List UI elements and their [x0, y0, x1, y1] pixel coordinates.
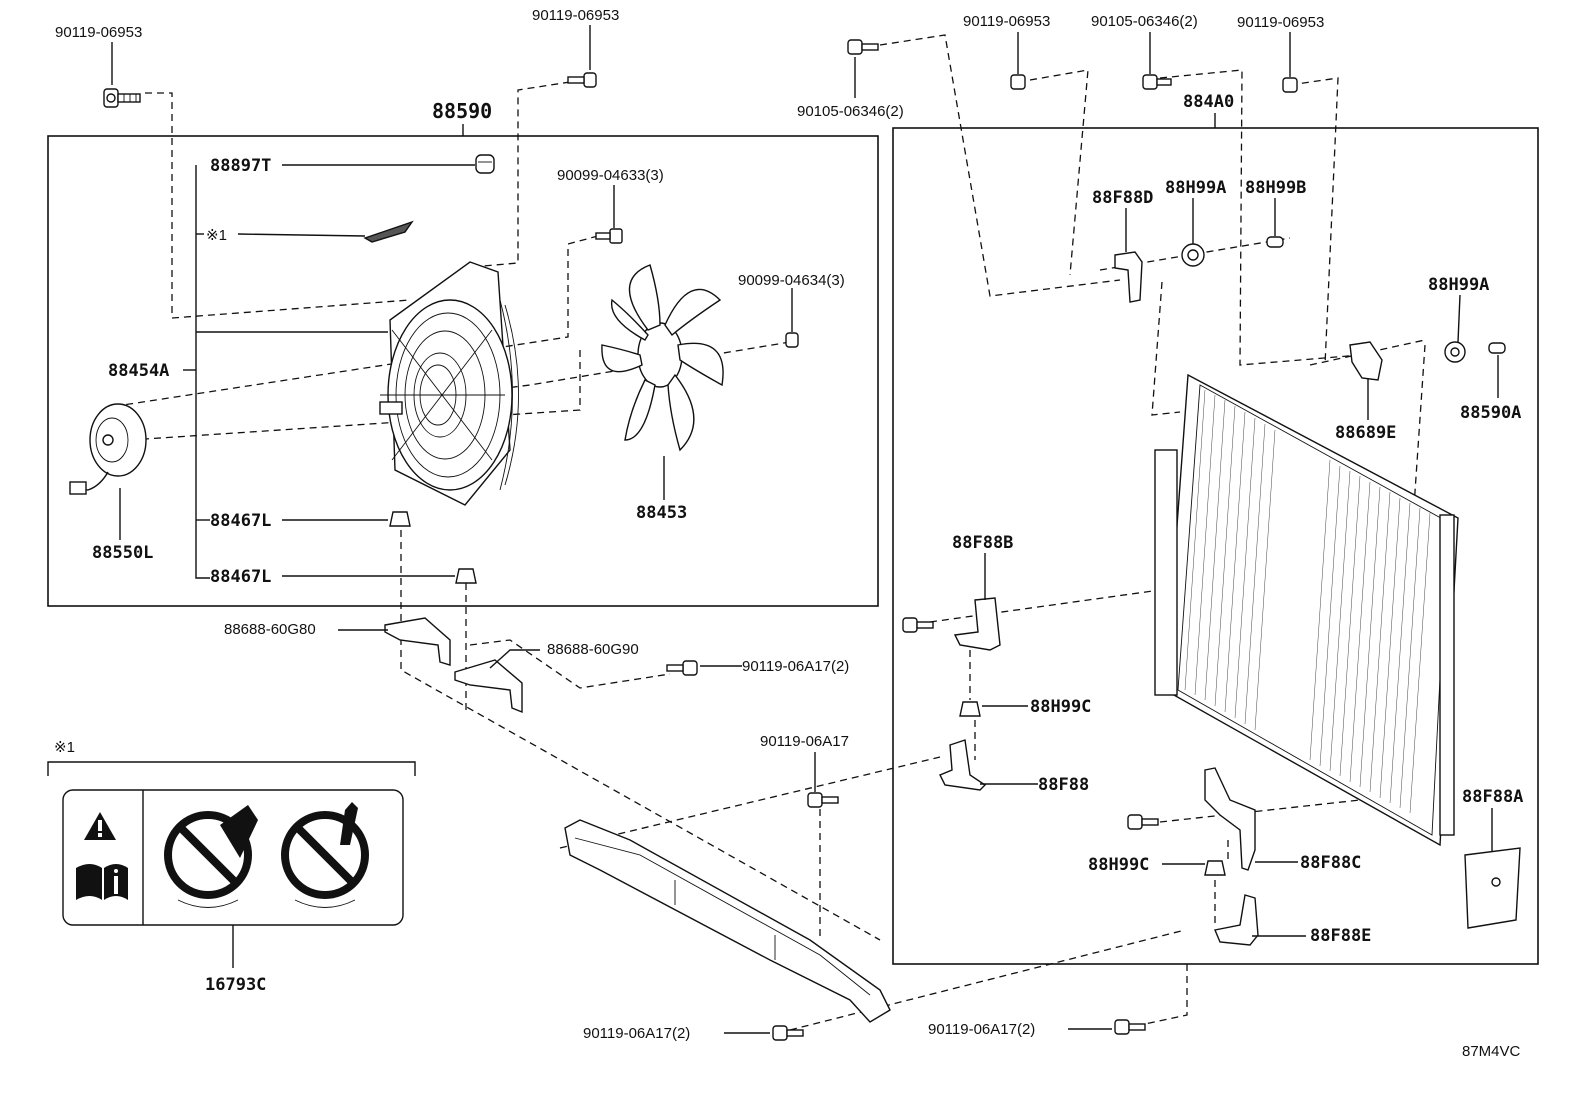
- label-nut-fan: 90099-04634(3): [738, 272, 845, 289]
- fan-motor-icon: [69, 403, 147, 495]
- label-caution-label-part: 16793C: [205, 975, 266, 995]
- label-drawing-code: 87M4VC: [1462, 1043, 1521, 1060]
- bolt-icon: [847, 39, 879, 55]
- bolt-icon: [902, 617, 934, 633]
- label-bracket-88F88B: 88F88B: [952, 533, 1013, 553]
- label-bolt-top-1: 90119-06953: [963, 13, 1050, 30]
- label-frame-left-title: 88590: [432, 99, 492, 123]
- label-bracket-88689E: 88689E: [1335, 423, 1396, 443]
- bracket-88F88-icon: [939, 739, 987, 791]
- fan-blade-icon: [601, 264, 724, 452]
- label-nut-top: 90105-06346(2): [1091, 13, 1198, 30]
- label-cushion-upper: 88467L: [210, 511, 271, 531]
- leader-lines: [111, 25, 1499, 1034]
- bolt-icon: [567, 72, 597, 88]
- collar-88590A-icon: [1488, 342, 1506, 354]
- caution-label-group: [47, 761, 416, 968]
- label-bolt-bottom-left: 90119-06A17(2): [583, 1025, 690, 1042]
- label-screw-shroud: 90099-04633(3): [557, 167, 664, 184]
- cushion-88H99A-icon: [1181, 243, 1205, 267]
- label-bracket-88F88A: 88F88A: [1462, 787, 1523, 807]
- bolt-icon: [1010, 74, 1026, 90]
- label-bracket-88F88: 88F88: [1038, 775, 1089, 795]
- label-bolt-support: 90119-06A17: [760, 733, 849, 750]
- label-collar-88H99B: 88H99B: [1245, 178, 1306, 198]
- cushion-88H99C-icon: [1204, 860, 1226, 876]
- label-bracket-left: 88688-60G80: [224, 621, 316, 638]
- label-caution-ref: ※1: [206, 227, 227, 244]
- warning-triangle-icon: [84, 812, 116, 840]
- label-cushion-88H99C-lower: 88H99C: [1088, 855, 1149, 875]
- label-bolt-bracket: 90119-06A17(2): [742, 658, 849, 675]
- label-bolt-bottom-right: 90119-06A17(2): [928, 1021, 1035, 1038]
- cushion-icon: [389, 511, 411, 527]
- fan-shroud-icon: [379, 261, 519, 506]
- bracket-88F88B-icon: [953, 597, 1001, 651]
- label-bolt-top-mid: 90119-06953: [532, 7, 619, 24]
- lower-support-icon: [564, 819, 891, 1023]
- label-fan-motor: 88550L: [92, 543, 153, 563]
- nut-icon: [785, 332, 799, 348]
- bracket-88689E-icon: [1349, 341, 1383, 381]
- bolt-icon: [1282, 77, 1298, 93]
- label-caution-group-ref: ※1: [54, 739, 75, 756]
- bracket-88F88D-icon: [1114, 251, 1143, 303]
- label-cushion-lower: 88467L: [210, 567, 271, 587]
- bolt-icon: [772, 1025, 804, 1041]
- label-nut-top-left: 90105-06346(2): [797, 103, 904, 120]
- bolt-icon: [666, 660, 698, 676]
- no-tool-fan-icon: [281, 802, 369, 908]
- manual-book-icon: [76, 864, 128, 900]
- label-collar-88590A: 88590A: [1460, 403, 1521, 423]
- nut-icon: [1142, 74, 1172, 90]
- cushion-88H99A-icon: [1444, 341, 1466, 363]
- no-hand-fan-icon: [164, 805, 258, 908]
- label-bolt-top-left: 90119-06953: [55, 24, 142, 41]
- bracket-88F88E-icon: [1214, 894, 1259, 946]
- collar-88H99B-icon: [1266, 236, 1284, 248]
- label-bolt-top-2: 90119-06953: [1237, 14, 1324, 31]
- label-cushion-88H99A-right: 88H99A: [1428, 275, 1489, 295]
- label-frame-right-title: 884A0: [1183, 92, 1234, 112]
- shroud-cap-icon: [475, 154, 495, 174]
- bracket-right-icon: [454, 659, 523, 714]
- label-bracket-88F88C: 88F88C: [1300, 853, 1361, 873]
- caution-sticker-icon: [363, 220, 414, 243]
- label-bracket-right: 88688-60G90: [547, 641, 639, 658]
- label-bracket-88F88E: 88F88E: [1310, 926, 1371, 946]
- bracket-left-icon: [384, 617, 451, 666]
- bolt-icon: [1114, 1019, 1146, 1035]
- bolt-icon: [807, 792, 839, 808]
- cushion-88H99C-icon: [959, 701, 981, 717]
- cushion-icon: [455, 568, 477, 584]
- bolt-icon: [103, 88, 141, 108]
- bracket-88F88C-icon: [1204, 767, 1256, 871]
- part-labels: 90119-06953 90119-06953 88590 88897T ※1 …: [54, 7, 1523, 1060]
- bolt-icon: [1127, 814, 1159, 830]
- label-fan-blade: 88453: [636, 503, 687, 523]
- label-bracket-88F88D: 88F88D: [1092, 188, 1153, 208]
- condenser-core-icon: [1154, 373, 1459, 847]
- screw-icon: [595, 228, 623, 244]
- label-shroud-assy: 88454A: [108, 361, 169, 381]
- pad-88F88A-icon: [1464, 847, 1521, 929]
- label-fan-shroud-cap: 88897T: [210, 156, 271, 176]
- label-cushion-88H99A-top: 88H99A: [1165, 178, 1226, 198]
- label-cushion-88H99C-upper: 88H99C: [1030, 697, 1091, 717]
